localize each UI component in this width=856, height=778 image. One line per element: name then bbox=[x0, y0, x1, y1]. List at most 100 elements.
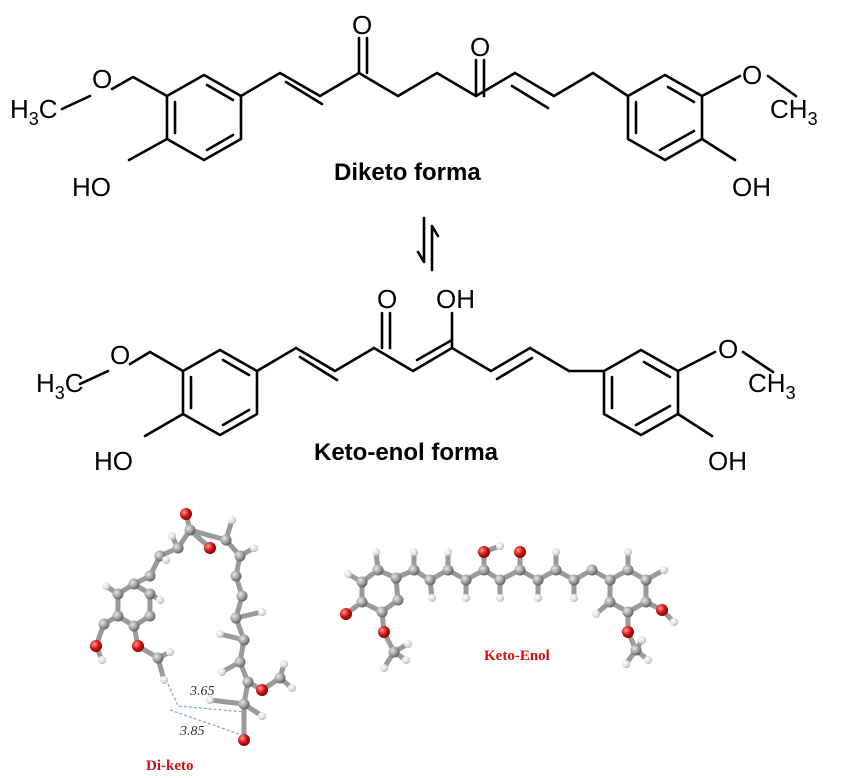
distance-label-2: 3.85 bbox=[179, 724, 205, 739]
diketo-3d-hydrogen-atom bbox=[250, 544, 258, 552]
diketo-left-methyl-h: H bbox=[10, 94, 29, 124]
diketo-3d-hydrogen-atom bbox=[258, 608, 266, 616]
ke-left-methyl-h: H bbox=[36, 368, 55, 398]
keto-enol-3d-label: Keto-Enol bbox=[484, 648, 550, 664]
keto-enol-3d-carbon-atom bbox=[408, 564, 420, 576]
keto-enol-3d-carbon-atom bbox=[356, 596, 368, 608]
diketo-3d-carbon-atom bbox=[128, 578, 140, 590]
ke-enol-oh: OH bbox=[436, 284, 475, 314]
diketo-ketone-1-o: O bbox=[352, 10, 372, 40]
keto-enol-3d-hydrogen-atom bbox=[644, 656, 652, 664]
keto-enol-3d-carbon-atom bbox=[442, 564, 454, 576]
diketo-3d-carbon-atom bbox=[98, 618, 110, 630]
diketo-3d-oxygen-atom bbox=[180, 508, 192, 520]
keto-enol-3d-hydrogen-atom bbox=[428, 594, 436, 602]
diketo-3d-carbon-atom bbox=[144, 588, 156, 600]
keto-enol-3d-hydrogen-atom bbox=[372, 548, 380, 556]
keto-enol-3d-carbon-atom bbox=[392, 594, 404, 606]
diketo-3d-oxygen-atom bbox=[204, 542, 216, 554]
ke-right-methoxy-o: O bbox=[718, 334, 738, 364]
diketo-3d-oxygen-atom bbox=[90, 640, 102, 652]
keto-enol-3d-oxygen-atom bbox=[378, 626, 390, 638]
diketo-3d-carbon-atom bbox=[144, 570, 156, 582]
keto-enol-3d-oxygen-atom bbox=[514, 546, 526, 558]
diketo-structure: H3C O HO O O O CH3 OH Diketo forma bbox=[10, 10, 818, 202]
diketo-3d-bond bbox=[187, 527, 229, 543]
diketo-3d-carbon-atom bbox=[128, 620, 140, 632]
keto-enol-3d-oxygen-atom bbox=[340, 608, 352, 620]
diketo-3d-hydrogen-atom bbox=[216, 630, 224, 638]
keto-enol-3d-oxygen-atom bbox=[478, 546, 490, 558]
diketo-3d-hydrogen-atom bbox=[162, 556, 170, 564]
keto-enol-title: Keto-enol forma bbox=[314, 439, 499, 466]
ke-left-hydroxyl: HO bbox=[94, 446, 133, 476]
keto-enol-3d-carbon-atom bbox=[604, 596, 616, 608]
ke-right-methyl-sub: 3 bbox=[786, 383, 796, 403]
keto-enol-3d-hydrogen-atom bbox=[496, 542, 504, 550]
diketo-3d-carbon-atom bbox=[230, 612, 242, 624]
diketo-right-hydroxyl: OH bbox=[732, 172, 771, 202]
diketo-3d-hydrogen-atom bbox=[98, 656, 106, 664]
diketo-3d-hydrogen-atom bbox=[168, 532, 176, 540]
keto-enol-3d-carbon-atom bbox=[532, 574, 544, 586]
keto-enol-3d-hydrogen-atom bbox=[444, 548, 452, 556]
keto-enol-3d-hydrogen-atom bbox=[380, 664, 388, 672]
keto-enol-3d-carbon-atom bbox=[356, 576, 368, 588]
keto-enol-3d-carbon-atom bbox=[622, 606, 634, 618]
diketo-3d-hydrogen-atom bbox=[160, 676, 168, 684]
keto-enol-3d-carbon-atom bbox=[640, 574, 652, 586]
diketo-left-methyl-c: C bbox=[39, 94, 58, 124]
diketo-3d-bond bbox=[207, 697, 247, 707]
diketo-3d-hydrogen-atom bbox=[102, 582, 110, 590]
ke-left-methyl-sub: 3 bbox=[55, 383, 65, 403]
distance-markers: 3.65 3.85 bbox=[167, 683, 246, 739]
keto-enol-3d-oxygen-atom bbox=[656, 604, 668, 616]
ke-left-methyl-c: C bbox=[65, 368, 84, 398]
diketo-3d-hydrogen-atom bbox=[218, 668, 226, 676]
keto-enol-3d-carbon-atom bbox=[622, 564, 634, 576]
diketo-3d-carbon-atom bbox=[220, 534, 232, 546]
svg-text:CH3: CH3 bbox=[748, 368, 796, 403]
keto-enol-3d-carbon-atom bbox=[376, 606, 388, 618]
diketo-3d-carbon-atom bbox=[238, 634, 250, 646]
keto-enol-3d-carbon-atom bbox=[550, 564, 562, 576]
keto-enol-3d-hydrogen-atom bbox=[622, 660, 630, 668]
diketo-left-methyl-sub: 3 bbox=[29, 109, 39, 129]
diketo-3d-hydrogen-atom bbox=[156, 596, 164, 604]
diketo-3d-hydrogen-atom bbox=[288, 684, 296, 692]
keto-enol-3d-carbon-atom bbox=[586, 564, 598, 576]
keto-enol-3d-carbon-atom bbox=[514, 564, 526, 576]
diketo-3d-oxygen-atom bbox=[256, 684, 268, 696]
keto-enol-3d-carbon-atom bbox=[372, 564, 384, 576]
diketo-3d-carbon-atom bbox=[172, 542, 184, 554]
diketo-3d-oxygen-atom bbox=[132, 640, 144, 652]
keto-enol-3d-carbon-atom bbox=[494, 574, 506, 586]
diketo-3d-model bbox=[90, 508, 296, 746]
diketo-title: Diketo forma bbox=[334, 159, 481, 186]
ke-left-methoxy-o: O bbox=[110, 340, 130, 370]
ke-ketone-o: O bbox=[377, 284, 397, 314]
diketo-left-hydroxyl: HO bbox=[72, 172, 111, 202]
diketo-3d-hydrogen-atom bbox=[166, 648, 174, 656]
diketo-left-methoxy-o: O bbox=[92, 64, 112, 94]
keto-enol-3d-hydrogen-atom bbox=[638, 636, 646, 644]
diketo-3d-carbon-atom bbox=[184, 524, 196, 536]
diketo-3d-hydrogen-atom bbox=[228, 516, 236, 524]
keto-enol-3d-carbon-atom bbox=[630, 644, 642, 656]
keto-enol-3d-oxygen-atom bbox=[622, 626, 634, 638]
keto-enol-3d-hydrogen-atom bbox=[670, 618, 678, 626]
equilibrium-arrows-icon bbox=[416, 216, 440, 272]
diketo-3d-carbon-atom bbox=[274, 672, 286, 684]
keto-enol-3d-model bbox=[340, 542, 678, 672]
keto-enol-3d-carbon-atom bbox=[604, 574, 616, 586]
keto-enol-3d-carbon-atom bbox=[568, 574, 580, 586]
keto-enol-structure: H3C O HO O OH O CH3 OH Keto-enol forma bbox=[36, 284, 796, 476]
keto-enol-3d-hydrogen-atom bbox=[404, 640, 412, 648]
diketo-3d-carbon-atom bbox=[112, 588, 124, 600]
keto-enol-3d-carbon-atom bbox=[390, 572, 402, 584]
diketo-right-methyl-sub: 3 bbox=[808, 109, 818, 129]
keto-enol-3d-hydrogen-atom bbox=[496, 594, 504, 602]
diketo-3d-hydrogen-atom bbox=[258, 712, 266, 720]
